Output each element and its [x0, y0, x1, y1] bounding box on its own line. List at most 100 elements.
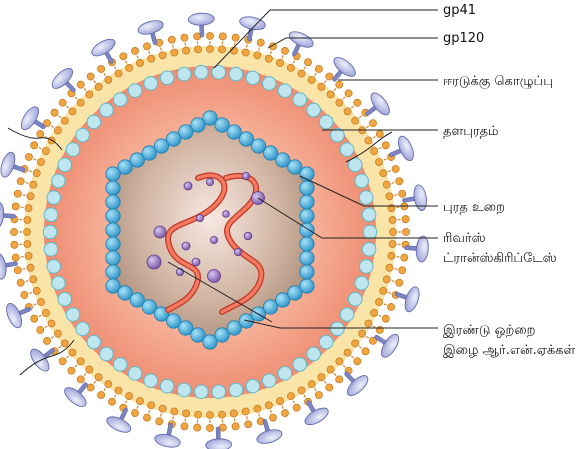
lipid-head: [304, 59, 311, 66]
lipid-head: [95, 374, 102, 381]
lipid-head: [265, 55, 272, 62]
lipid-head: [365, 137, 372, 144]
matrix-protein-bead: [76, 128, 90, 142]
reverse-transcriptase-particle: [184, 182, 192, 190]
lipid-tail: [334, 373, 336, 375]
lipid-tail: [270, 410, 271, 413]
lipid-head: [352, 340, 359, 347]
lipid-tail: [379, 315, 382, 316]
matrix-protein-bead: [87, 115, 101, 129]
lipid-tail: [34, 304, 37, 305]
lipid-head: [17, 178, 24, 185]
reverse-transcriptase-particle: [244, 232, 252, 240]
lipid-head: [308, 381, 315, 388]
lipid-head: [265, 402, 272, 409]
lipid-tail: [149, 51, 150, 54]
lipid-head: [87, 384, 94, 391]
lipid-head: [77, 81, 84, 88]
reverse-transcriptase-particle: [242, 172, 249, 179]
lipid-head: [318, 83, 325, 90]
matrix-protein-bead: [293, 93, 307, 107]
label-lipid-envelope: ஈரடுக்கு கொழுப்பு: [443, 74, 553, 89]
lipid-head: [14, 190, 21, 197]
lipid-tail: [104, 73, 106, 75]
lipid-head: [336, 99, 343, 106]
lipid-tail: [84, 88, 86, 90]
lipid-head: [194, 424, 201, 431]
lipid-tail: [66, 106, 68, 108]
lipid-head: [387, 303, 394, 310]
lipid-head: [42, 147, 49, 154]
matrix-protein-bead: [262, 374, 276, 388]
glycoprotein-spike: [296, 394, 331, 428]
matrix-protein-bead: [195, 385, 209, 399]
lipid-tail: [373, 326, 376, 328]
gp120-head: [378, 332, 402, 360]
lipid-head: [218, 46, 225, 53]
capsid-bead: [215, 118, 229, 132]
lipid-head: [376, 130, 383, 137]
lipid-tail: [29, 171, 32, 172]
lipid-head: [69, 108, 76, 115]
lipid-head: [371, 309, 378, 316]
lipid-head: [183, 47, 190, 54]
matrix-protein-bead: [340, 308, 354, 322]
lipid-tail: [94, 80, 96, 82]
lipid-head: [402, 228, 409, 235]
lipid-head: [371, 147, 378, 154]
lipid-head: [12, 254, 19, 261]
lipid-head: [375, 298, 382, 305]
reverse-transcriptase-particle: [192, 258, 200, 266]
lipid-tail: [293, 401, 294, 404]
lipid-head: [21, 291, 28, 298]
lipid-head: [48, 320, 55, 327]
lipid-head: [68, 367, 75, 374]
matrix-protein-bead: [128, 367, 142, 381]
lipid-head: [344, 349, 351, 356]
lipid-head: [326, 384, 333, 391]
lipid-head: [382, 142, 389, 149]
gp120-head: [154, 432, 182, 449]
lipid-head: [61, 340, 68, 347]
lipid-tail: [75, 97, 77, 99]
reverse-transcriptase-particle: [182, 242, 190, 250]
matrix-protein-bead: [113, 93, 127, 107]
matrix-protein-bead: [43, 225, 57, 239]
lipid-head: [232, 423, 239, 430]
lipid-tail: [75, 365, 77, 367]
lipid-tail: [351, 356, 353, 358]
lipid-tail: [26, 281, 29, 282]
lipid-head: [336, 81, 343, 88]
matrix-protein-bead: [47, 260, 61, 274]
matrix-protein-bead: [76, 322, 90, 336]
lipid-head: [354, 99, 361, 106]
lipid-head: [383, 276, 390, 283]
lipid-head: [69, 349, 76, 356]
glycoprotein-spike: [89, 36, 124, 70]
lipid-head: [359, 330, 366, 337]
lipid-tail: [270, 51, 271, 54]
lipid-tail: [392, 183, 395, 184]
matrix-protein-bead: [355, 276, 369, 290]
capsid-bead: [300, 237, 314, 251]
gp120-head: [287, 29, 316, 51]
capsid-bead: [300, 195, 314, 209]
lipid-head: [399, 267, 406, 274]
gp120-head: [0, 202, 5, 229]
lipid-tail: [314, 388, 316, 390]
matrix-protein-bead: [319, 115, 333, 129]
capsid-bead: [300, 265, 314, 279]
lipid-head: [336, 376, 343, 383]
lipid-head: [389, 228, 396, 235]
lipid-tail: [282, 406, 283, 409]
lipid-head: [352, 117, 359, 124]
lipid-tail: [343, 365, 345, 367]
matrix-protein-bead: [359, 191, 373, 205]
lipid-tail: [247, 416, 248, 419]
label-matrix-protein: தளபுரதம்: [443, 124, 499, 139]
lipid-head: [315, 65, 322, 72]
lipid-tail: [115, 67, 117, 70]
lipid-head: [37, 298, 44, 305]
lipid-head: [308, 76, 315, 83]
lipid-tail: [334, 88, 336, 90]
